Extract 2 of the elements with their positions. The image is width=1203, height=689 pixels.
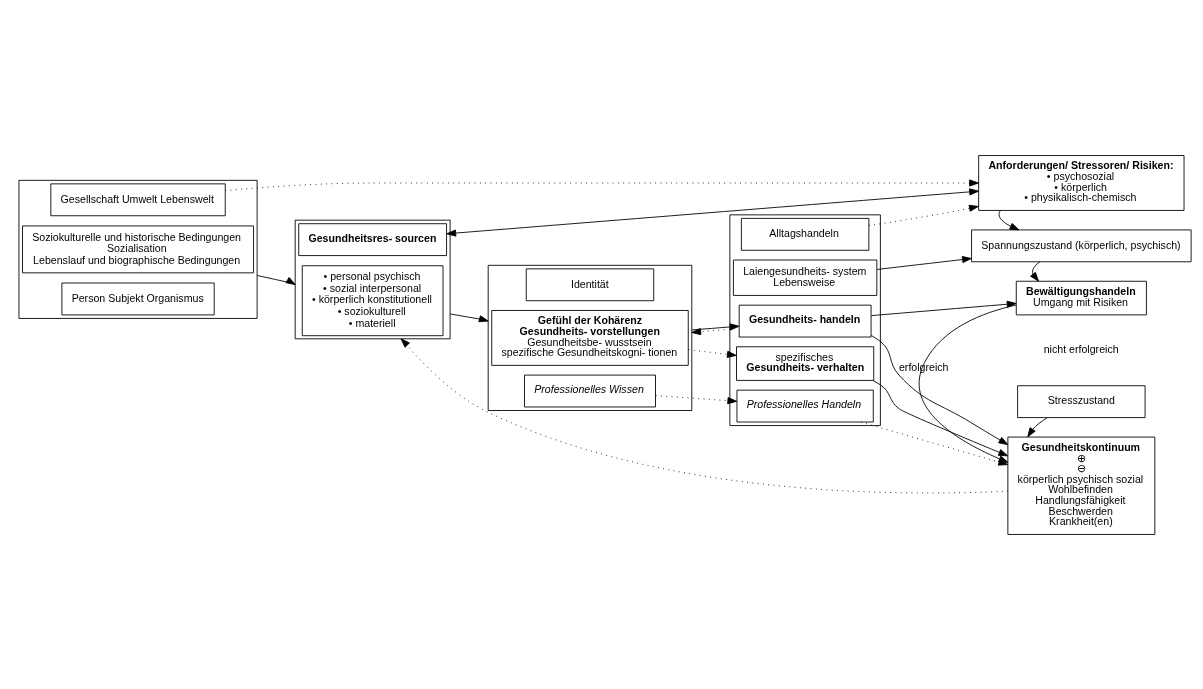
label: nicht erfolgreich (1043, 342, 1119, 355)
edge-label: erfolgreich (898, 360, 949, 373)
